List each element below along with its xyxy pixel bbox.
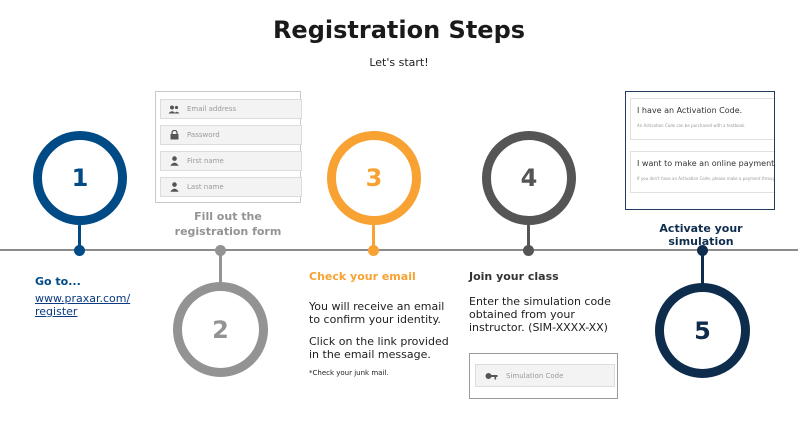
- step-4-text: Enter the simulation code obtained from …: [469, 295, 611, 334]
- step-3-text-2: Click on the link provided in the email …: [309, 335, 449, 361]
- step-2-number: 2: [212, 315, 229, 344]
- step-1-circle: 1: [33, 131, 127, 225]
- step-1-link-line2[interactable]: register: [35, 305, 78, 318]
- last-name-field[interactable]: Last name: [160, 177, 302, 197]
- key-icon: [476, 371, 506, 381]
- step-4-text-line1: Enter the simulation code: [469, 295, 611, 308]
- user-icon: [161, 156, 187, 166]
- step-4-stem: [527, 225, 530, 249]
- email-placeholder: Email address: [187, 105, 237, 113]
- step-5-number: 5: [694, 316, 711, 345]
- step-3-text-1-line1: You will receive an email: [309, 300, 445, 313]
- step-1-number: 1: [71, 164, 89, 192]
- step-3-text-1: You will receive an email to confirm you…: [309, 300, 444, 326]
- step-1-link[interactable]: www.praxar.com/ register: [35, 292, 130, 318]
- online-payment-option-title: I want to make an online payment.: [637, 159, 775, 168]
- step-2-stem: [219, 250, 222, 283]
- step-2-label-line1: Fill out the: [194, 210, 262, 223]
- online-payment-option[interactable]: I want to make an online payment. If you…: [630, 151, 775, 193]
- step-3-label: Check your email: [309, 270, 416, 283]
- simulation-code-input[interactable]: Simulation Code: [475, 364, 615, 387]
- step-1-label: Go to...: [35, 275, 81, 288]
- step-3-circle: 3: [327, 131, 421, 225]
- timeline-line: [0, 249, 798, 251]
- step-4-circle: 4: [482, 131, 576, 225]
- activation-code-option-subtitle: An Activation Code can be purchased with…: [637, 123, 746, 128]
- step-5-stem: [701, 250, 704, 284]
- step-1-dot: [74, 245, 85, 256]
- step-3-stem: [372, 225, 375, 249]
- step-3-text-1-line2: to confirm your identity.: [309, 313, 441, 326]
- password-placeholder: Password: [187, 131, 220, 139]
- step-3-number: 3: [365, 164, 383, 192]
- user-icon: [161, 182, 187, 192]
- users-icon: [161, 105, 187, 114]
- activation-code-option-title: I have an Activation Code.: [637, 106, 743, 115]
- step-4-label: Join your class: [469, 270, 559, 283]
- password-field[interactable]: Password: [160, 125, 302, 145]
- step-2-circle: 2: [173, 282, 268, 377]
- step-4-text-line2: obtained from your: [469, 308, 575, 321]
- simulation-code-preview: Simulation Code: [469, 353, 618, 399]
- step-3-dot: [368, 245, 379, 256]
- online-payment-option-subtitle: If you don't have an Activation Code, pl…: [637, 176, 775, 181]
- step-3-text-2-line2: in the email message.: [309, 348, 431, 361]
- step-4-number: 4: [520, 164, 538, 192]
- step-5-label: Activate your simulation: [659, 222, 743, 248]
- step-3-note: *Check your junk mail.: [309, 369, 389, 377]
- step-1-stem: [78, 225, 81, 249]
- first-name-placeholder: First name: [187, 157, 224, 165]
- step-3-text-2-line1: Click on the link provided: [309, 335, 449, 348]
- registration-form-preview: Email address Password First name Last n…: [155, 91, 302, 203]
- first-name-field[interactable]: First name: [160, 151, 302, 171]
- email-field[interactable]: Email address: [160, 99, 302, 119]
- activation-code-option[interactable]: I have an Activation Code. An Activation…: [630, 98, 774, 140]
- simulation-code-placeholder: Simulation Code: [506, 371, 564, 380]
- step-4-dot: [523, 245, 534, 256]
- step-1-link-line1[interactable]: www.praxar.com/: [35, 292, 131, 305]
- lock-icon: [161, 130, 187, 140]
- page-title: Registration Steps: [272, 16, 526, 44]
- last-name-placeholder: Last name: [187, 183, 224, 191]
- step-5-circle: 5: [655, 283, 750, 378]
- step-2-label: Fill out the registration form: [155, 209, 301, 239]
- page-subtitle: Let's start!: [369, 56, 429, 69]
- step-4-text-line3: instructor. (SIM-XXXX-XX): [469, 321, 608, 334]
- activation-options-preview: I have an Activation Code. An Activation…: [625, 91, 775, 210]
- step-2-label-line2: registration form: [174, 225, 282, 238]
